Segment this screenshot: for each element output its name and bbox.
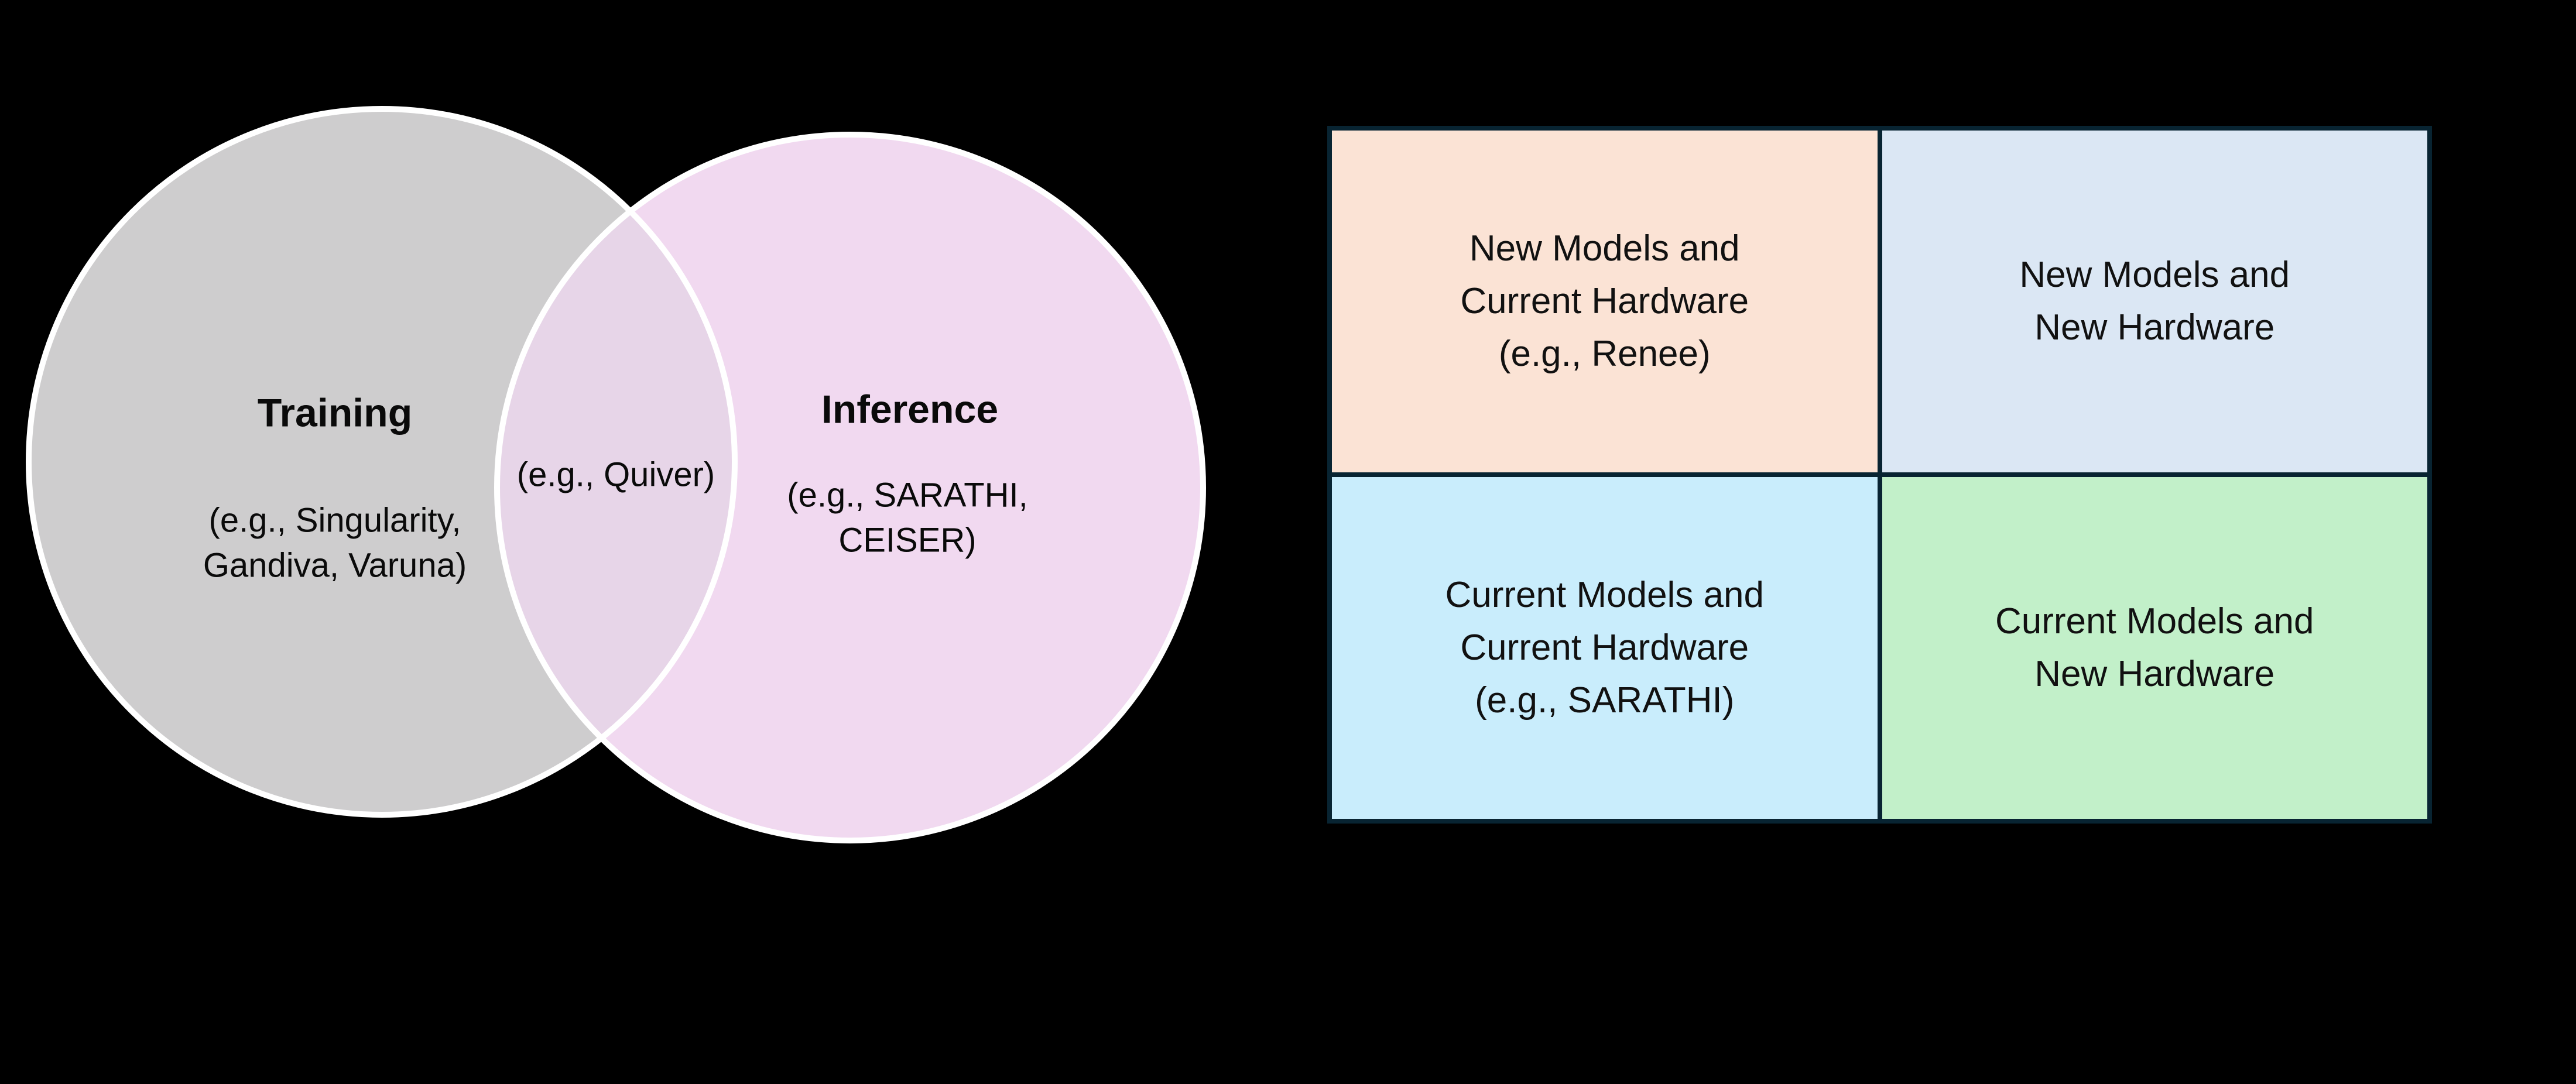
quadrant-cell-current-models-new-hardware: Current Models and New Hardware (1882, 477, 2427, 819)
quadrant-cell-current-models-current-hardware: Current Models and Current Hardware (e.g… (1332, 477, 1878, 819)
inference-circle-examples: (e.g., SARATHI, CEISER) (787, 476, 1028, 559)
training-circle-outline (26, 106, 738, 818)
models-hardware-quadrant: New Models and Current Hardware (e.g., R… (1327, 126, 2432, 824)
quadrant-cell-label: New Models and New Hardware (2019, 255, 2290, 348)
venn-overlap-examples: (e.g., Quiver) (516, 455, 715, 494)
quadrant-cell-label: Current Models and New Hardware (1995, 601, 2314, 694)
inference-circle-title: Inference (821, 387, 999, 432)
inference-circle-outline (494, 132, 1206, 843)
quadrant-cell-new-models-new-hardware: New Models and New Hardware (1882, 131, 2427, 472)
quadrant-cell-label: New Models and Current Hardware (e.g., R… (1460, 228, 1749, 374)
quadrant-cell-new-models-current-hardware: New Models and Current Hardware (e.g., R… (1332, 131, 1878, 472)
training-circle-examples: (e.g., Singularity, Gandiva, Varuna) (203, 501, 467, 584)
training-circle-title: Training (257, 390, 413, 435)
quadrant-cell-label: Current Models and Current Hardware (e.g… (1445, 575, 1765, 721)
